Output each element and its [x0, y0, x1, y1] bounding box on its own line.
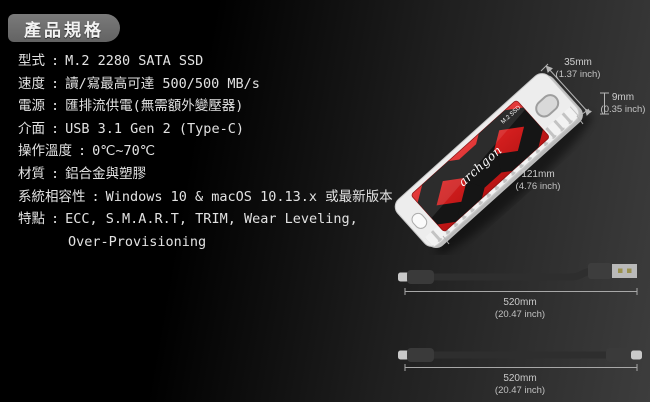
- cable-length-mm-label: 520mm: [503, 297, 536, 308]
- page-title: 產品規格: [24, 20, 104, 41]
- spec-separator: :: [78, 143, 87, 160]
- usb-c-plug-tip: [631, 350, 642, 360]
- length-mm-label: 121mm: [521, 169, 554, 180]
- cable-length-inch-label: (20.47 inch): [495, 309, 545, 320]
- spec-row-compatibility: 系統相容性: Windows 10 & macOS 10.13.x 或最新版本: [18, 186, 438, 209]
- spec-value: 0℃~70℃: [92, 143, 155, 160]
- width-dimension-line: [540, 63, 592, 116]
- usb-c-plug-tip: [398, 350, 409, 360]
- spec-label: 型式: [18, 53, 45, 69]
- spec-separator: :: [51, 98, 60, 115]
- cable-length-inch-label: (20.47 inch): [495, 385, 545, 396]
- usb-c-to-usb-a-cable: 520mm (20.47 inch): [398, 263, 638, 320]
- spec-label: 系統相容性: [18, 188, 86, 205]
- spec-separator: :: [51, 120, 60, 137]
- usb-c-plug-body: [407, 348, 434, 362]
- spec-label: 介面: [18, 120, 45, 137]
- spec-separator: :: [51, 165, 60, 182]
- spec-separator: :: [91, 188, 100, 205]
- cable-length-mm-label: 520mm: [503, 373, 536, 384]
- spec-value: 鋁合金與塑膠: [65, 165, 147, 182]
- spec-row-temperature: 操作溫度:0℃~70℃: [18, 140, 438, 163]
- spec-row-speed: 速度: 讀/寫最高可達 500/500 MB/s: [18, 73, 438, 96]
- usb-a-shell-hole: [627, 268, 632, 273]
- usb-c-plug-body: [407, 270, 434, 284]
- spec-value: Windows 10 & macOS 10.13.x 或最新版本: [105, 188, 393, 205]
- usb-a-metal-shell: [612, 264, 637, 278]
- ssd-enclosure-illustration: archgon M.2 SSD 35mm (1.37 inch) 9mm (0.…: [394, 57, 646, 255]
- length-dimension-line: [442, 115, 584, 245]
- spec-value: 匯排流供電(無需額外變壓器): [65, 98, 244, 115]
- carbon-x-pattern: [410, 99, 550, 233]
- usb-c-plug-body: [606, 348, 633, 362]
- spec-value: M.2 2280 SATA SSD: [65, 53, 204, 69]
- thickness-mm-label: 9mm: [612, 92, 634, 103]
- spec-row-features: 特點: ECC, S.M.A.R.T, TRIM, Wear Leveling,: [18, 208, 438, 231]
- spec-row-interface: 介面: USB 3.1 Gen 2 (Type-C): [18, 118, 438, 141]
- spec-label: 電源: [18, 98, 45, 115]
- spec-row-type: 型式: M.2 2280 SATA SSD: [18, 50, 438, 73]
- width-mm-label: 35mm: [564, 57, 592, 68]
- spec-value: ECC, S.M.A.R.T, TRIM, Wear Leveling,: [65, 211, 358, 228]
- width-inch-label: (1.37 inch): [556, 69, 601, 80]
- usb-c-plug-tip: [398, 272, 409, 282]
- usb-a-plug-body: [588, 263, 612, 279]
- spec-row-material: 材質: 鋁合金與塑膠: [18, 163, 438, 186]
- cable-dimension-line: [404, 288, 638, 295]
- spec-separator: :: [51, 211, 60, 228]
- spec-separator: :: [51, 53, 60, 69]
- spec-label: 特點: [18, 211, 45, 228]
- length-inch-label: (4.76 inch): [516, 181, 561, 192]
- usb-a-shell-hole: [618, 268, 623, 273]
- spec-separator: :: [51, 75, 60, 92]
- spec-value: Over-Provisioning: [68, 233, 207, 250]
- cable-dimension-line: [404, 364, 638, 371]
- cable-wire: [426, 267, 598, 281]
- spec-label: 材質: [18, 165, 45, 182]
- spec-label: 操作溫度: [18, 143, 72, 160]
- device-shadow: [436, 113, 592, 255]
- spec-row-power: 電源: 匯排流供電(無需額外變壓器): [18, 95, 438, 118]
- spec-list: 型式: M.2 2280 SATA SSD 速度: 讀/寫最高可達 500/500 …: [18, 50, 438, 253]
- spec-value: 讀/寫最高可達 500/500 MB/s: [65, 75, 260, 92]
- cables-illustration: 520mm (20.47 inch) 520mm (20.47 inch): [398, 263, 642, 396]
- spec-label: 速度: [18, 75, 45, 92]
- usb-c-to-usb-c-cable: 520mm (20.47 inch): [398, 348, 642, 396]
- usb-c-port: [411, 212, 428, 229]
- page-title-box: 產品規格: [8, 14, 120, 42]
- thickness-inch-label: (0.35 inch): [601, 104, 646, 115]
- thickness-dimension-line: [600, 92, 609, 115]
- spec-value: USB 3.1 Gen 2 (Type-C): [65, 120, 244, 137]
- spec-row-features-cont: Over-Provisioning: [18, 231, 438, 254]
